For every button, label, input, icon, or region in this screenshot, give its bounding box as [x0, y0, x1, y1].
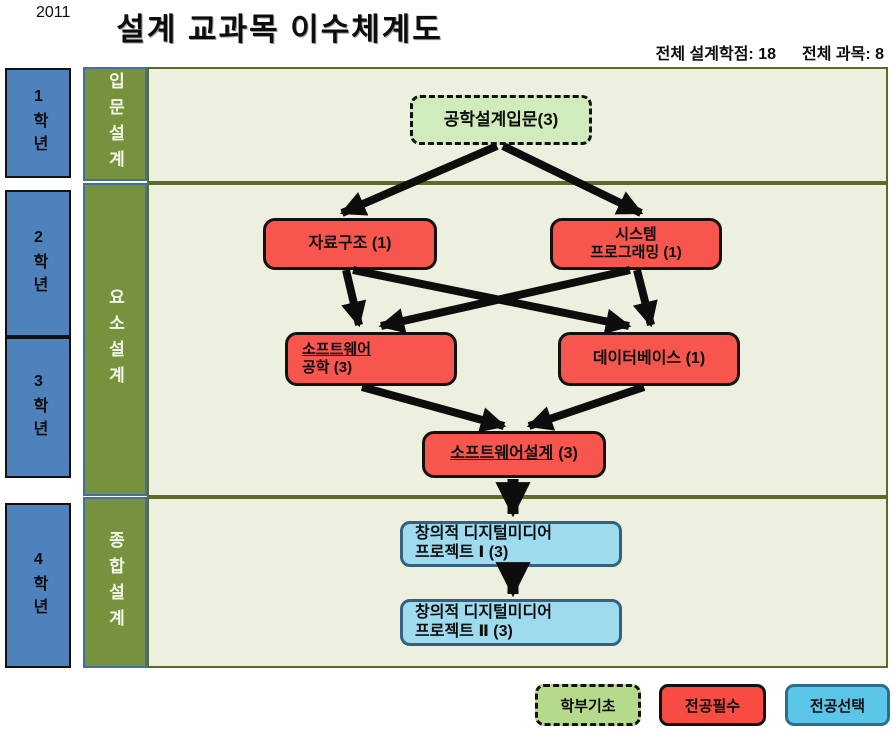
phase-synthesis-label: 종합설계	[105, 530, 125, 635]
year-4-label: 4학년	[30, 550, 47, 621]
legend-major-required: 전공필수	[659, 684, 766, 726]
course-box-engineering-design-intro: 공학설계입문(3)	[410, 95, 592, 145]
course-label-line1: 시스템	[615, 226, 657, 244]
course-credit: (3)	[558, 445, 578, 463]
year-box-2: 2학년	[5, 190, 71, 337]
total-courses-label: 전체 과목: 8	[802, 46, 884, 63]
year-1-label: 1학년	[30, 88, 47, 158]
legend-major-elective-label: 전공선택	[809, 697, 866, 715]
course-label: 소프트웨어설계	[450, 445, 554, 463]
year-box-1: 1학년	[5, 68, 71, 178]
total-credits-label: 전체 설계학점: 18	[655, 46, 776, 63]
year-2-label: 2학년	[30, 228, 47, 299]
legend-foundation-label: 학부기초	[560, 697, 616, 715]
legend-major-elective: 전공선택	[785, 684, 890, 726]
phase-box-element: 요소설계	[83, 183, 147, 496]
course-box-data-structures: 자료구조 (1)	[263, 218, 437, 270]
phase-box-intro: 입문설계	[83, 67, 147, 181]
year-box-4: 4학년	[5, 503, 71, 668]
course-label: 자료구조 (1)	[308, 234, 392, 252]
course-box-software-engineering: 소프트웨어 공학 (3)	[285, 332, 457, 386]
course-label-line2: 프로젝트 Ⅱ (3)	[415, 622, 513, 640]
course-label-line2: 프로그래밍 (1)	[590, 244, 682, 261]
phase-intro-label: 입문설계	[105, 72, 125, 176]
course-box-system-programming: 시스템 프로그래밍 (1)	[550, 218, 722, 270]
page-title: 2011 설계 교과목 이수체계도	[36, 4, 443, 49]
year-box-3: 3학년	[5, 337, 71, 478]
course-label-line1: 창의적 디지털미디어	[415, 525, 552, 543]
title-text: 설계 교과목 이수체계도	[116, 12, 443, 47]
year-3-label: 3학년	[30, 372, 47, 443]
course-box-creative-digital-media-project-2: 창의적 디지털미디어 프로젝트 Ⅱ (3)	[400, 599, 622, 646]
legend-major-required-label: 전공필수	[684, 697, 741, 715]
phase-box-synthesis: 종합설계	[83, 497, 147, 668]
totals: 전체 설계학점: 18 전체 과목: 8	[656, 40, 884, 64]
course-box-creative-digital-media-project-1: 창의적 디지털미디어 프로젝트 Ⅰ (3)	[400, 521, 622, 567]
course-label-line2: 프로젝트 Ⅰ (3)	[415, 544, 509, 561]
course-label-line1: 창의적 디지털미디어	[415, 603, 552, 621]
course-box-software-design: 소프트웨어설계 (3)	[422, 431, 606, 478]
phase-element-label: 요소설계	[105, 287, 125, 392]
course-label: 데이터베이스 (1)	[592, 349, 706, 367]
course-label: 공학설계입문(3)	[443, 109, 559, 129]
course-label-line2: 공학 (3)	[302, 359, 353, 376]
legend-foundation: 학부기초	[535, 684, 641, 726]
course-box-database: 데이터베이스 (1)	[558, 332, 740, 386]
title-year: 2011	[36, 4, 71, 21]
course-label-line1: 소프트웨어	[302, 341, 372, 359]
